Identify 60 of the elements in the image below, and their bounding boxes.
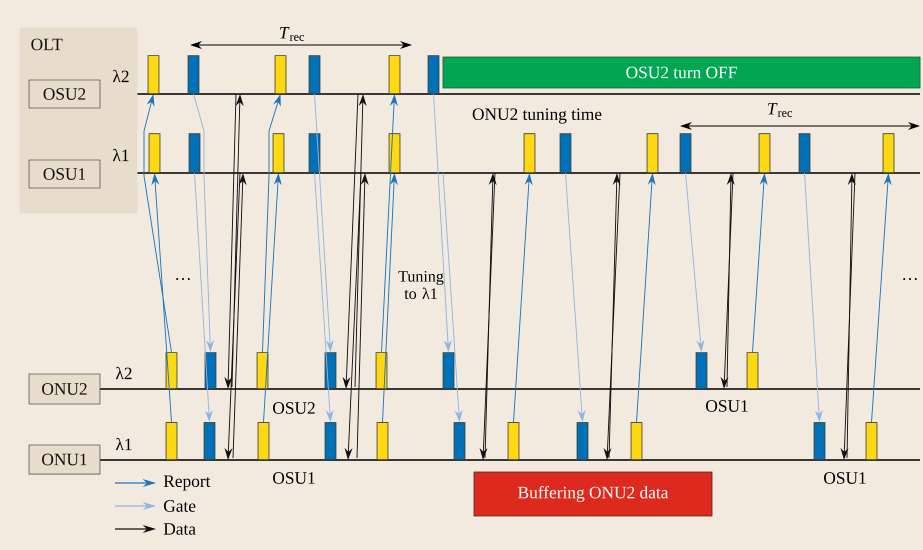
label: λ1 [112, 148, 128, 162]
time-slot [680, 133, 692, 173]
legend-text: Gate [164, 500, 196, 512]
time-slot [442, 352, 454, 389]
label: … [903, 278, 917, 280]
time-slot [324, 352, 336, 389]
legend-text: Data [164, 523, 196, 535]
time-slot [272, 133, 284, 173]
label: OSU2 [273, 402, 315, 414]
time-slot [866, 422, 878, 460]
time-slot [148, 133, 160, 173]
time-slot [798, 133, 810, 173]
time-slot [388, 133, 400, 173]
status-bar: OSU2 turn OFF [442, 56, 920, 88]
legend-text: Report [164, 475, 210, 491]
time-slot [746, 352, 758, 389]
time-slot [148, 55, 160, 94]
label: OSU1 [824, 472, 866, 484]
time-slot [630, 422, 642, 460]
time-slot [188, 133, 200, 173]
time-slot [376, 422, 388, 460]
time-slot [308, 55, 320, 94]
time-slot [560, 133, 572, 173]
time-slot [524, 133, 536, 173]
label: T$_{rec}$ [768, 103, 792, 117]
time-slot [646, 133, 658, 173]
time-slot [882, 133, 894, 173]
label: ONU2 tuning time [472, 108, 602, 124]
time-slot [256, 352, 268, 389]
time-slot [274, 55, 286, 94]
label: OSU1 [273, 472, 315, 484]
label: T$_{rec}$ [280, 27, 304, 41]
time-slot [166, 422, 178, 460]
label: OSU1 [706, 400, 748, 412]
label: … [176, 278, 190, 280]
time-slot [758, 133, 770, 173]
unit-box: ONU1 [28, 444, 100, 474]
time-slot [376, 352, 388, 389]
time-slot [324, 422, 336, 460]
time-slot [814, 422, 826, 460]
unit-box: OSU2 [28, 80, 100, 108]
time-slot [204, 352, 216, 389]
time-slot [696, 352, 708, 389]
label: λ2 [116, 366, 132, 380]
time-slot [258, 422, 270, 460]
unit-box: OSU1 [28, 160, 100, 188]
time-slot [508, 422, 520, 460]
time-slot [188, 55, 200, 94]
note-text: Tuning to λ1 [398, 270, 444, 300]
time-slot [388, 55, 400, 94]
buffer-box: Buffering ONU2 data [474, 472, 712, 516]
unit-box: ONU2 [28, 374, 100, 404]
time-slot [428, 55, 440, 94]
time-slot [454, 422, 466, 460]
time-slot [576, 422, 588, 460]
label: λ2 [112, 70, 129, 82]
label: λ1 [116, 438, 132, 450]
time-slot [308, 133, 320, 173]
time-slot [166, 352, 178, 389]
time-slot [204, 422, 216, 460]
